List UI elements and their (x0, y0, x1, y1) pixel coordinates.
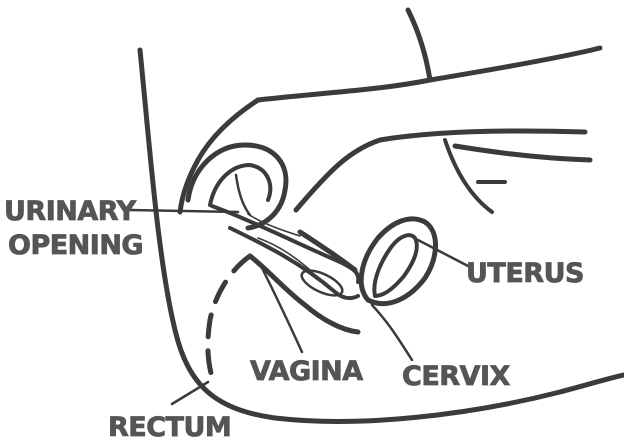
hand-palm (180, 100, 258, 212)
label-vagina: VAGINA (250, 356, 363, 387)
hand-finger-mid (455, 146, 590, 160)
label-urinary-line1: URINARY (4, 196, 137, 227)
vaginal-wall-upper (300, 232, 355, 270)
label-uterus: UTERUS (466, 258, 584, 289)
labia-inner (210, 165, 270, 205)
cervix-leader (372, 305, 412, 360)
vagina-leader (262, 268, 302, 352)
label-rectum: RECTUM (108, 412, 231, 442)
thigh-upper (408, 10, 430, 80)
rectum-leader (172, 382, 208, 404)
hand-finger-top (296, 131, 585, 210)
label-cervix: CERVIX (402, 361, 510, 392)
uterus-leader (418, 240, 468, 266)
label-urinary-line2: OPENING (8, 230, 143, 261)
clitoral-hood (236, 175, 250, 215)
uterus-outer (361, 219, 435, 304)
rectum-path (208, 256, 250, 380)
uterus-inner (374, 235, 416, 296)
